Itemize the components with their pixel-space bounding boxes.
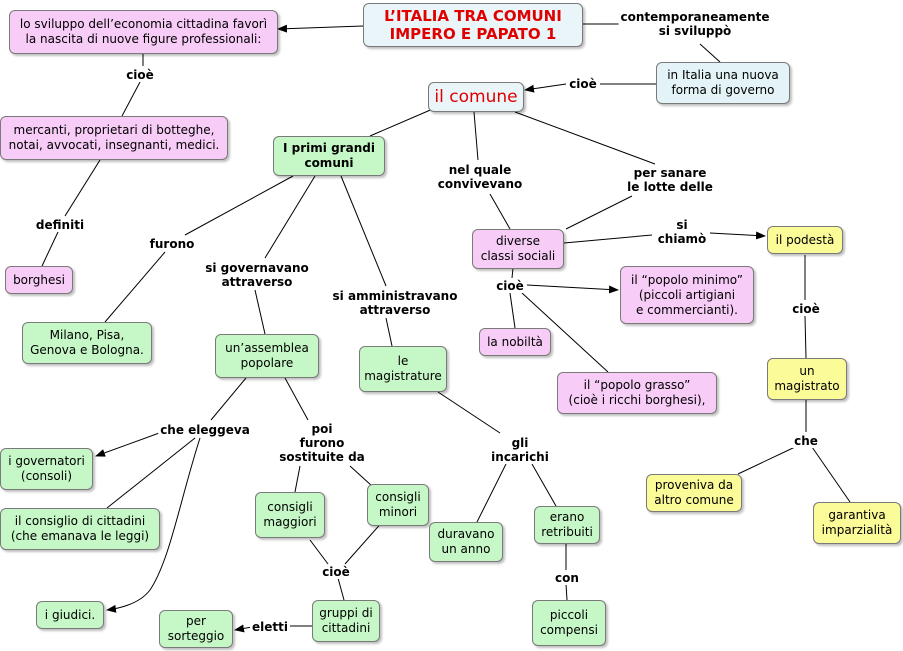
node-il-comune: il comune bbox=[428, 82, 524, 112]
label-si-chiamo: si chiamò bbox=[655, 218, 709, 246]
link-amministravano-to-magistrature bbox=[385, 317, 393, 347]
link-primi-to-governavano bbox=[264, 175, 316, 259]
link-comune-to-per-sanare bbox=[514, 111, 656, 165]
node-duravano: duravano un anno bbox=[429, 522, 503, 562]
label-cioe-consigli: cioè bbox=[320, 565, 352, 579]
link-comune-to-primi bbox=[369, 107, 436, 137]
node-consiglio-cittadini: il consiglio di cittadini (che emanava l… bbox=[0, 508, 160, 550]
label-contemporaneamente: contemporaneamente si sviluppò bbox=[618, 10, 772, 38]
link-classi-to-si-chiamo bbox=[563, 234, 653, 244]
node-borghesi: borghesi bbox=[5, 266, 73, 294]
node-altro-comune: proveniva da altro comune bbox=[646, 474, 742, 512]
link-nel-quale-to-classi bbox=[489, 193, 511, 230]
label-governavano: si governavano attraverso bbox=[203, 261, 311, 289]
node-popolo-minimo: il “popolo minimo” (piccoli artigiani e … bbox=[620, 266, 754, 324]
link-che-to-imparzialita bbox=[811, 446, 851, 503]
label-cioe-podesta: cioè bbox=[790, 302, 822, 316]
link-che-eleggeva-to-giudici bbox=[106, 437, 201, 613]
node-milano: Milano, Pisa, Genova e Bologna. bbox=[22, 322, 152, 364]
node-gruppi-cittadini: gruppi di cittadini bbox=[312, 600, 380, 642]
node-classi-sociali: diverse classi sociali bbox=[472, 229, 564, 269]
link-primi-to-amministravano bbox=[340, 175, 387, 287]
link-maggiori-to-cioe bbox=[309, 539, 329, 565]
label-nel-quale: nel quale convivevano bbox=[435, 163, 525, 191]
node-mercanti: mercanti, proprietari di botteghe, notai… bbox=[0, 116, 228, 160]
link-gli-incarichi-to-duravano bbox=[476, 463, 507, 523]
link-cioe-to-mercanti bbox=[121, 81, 141, 117]
link-furono-to-milano bbox=[104, 251, 166, 323]
label-per-sanare: per sanare le lotte delle bbox=[625, 166, 715, 194]
label-che-eleggeva: che eleggeva bbox=[158, 423, 252, 437]
link-comune-to-nel-quale bbox=[473, 111, 479, 161]
link-magistrature-to-gli-incarichi bbox=[437, 391, 501, 434]
node-podesta: il podestà bbox=[767, 226, 843, 254]
label-amministravano: si amministravano attraverso bbox=[330, 289, 460, 317]
link-primi-to-furono bbox=[184, 175, 294, 236]
link-classi-to-cioe bbox=[511, 267, 514, 279]
node-consigli-minori: consigli minori bbox=[367, 484, 429, 526]
link-si-chiamo-to-podesta bbox=[709, 231, 766, 240]
link-cioe-to-gruppi bbox=[337, 577, 345, 601]
label-che: che bbox=[792, 434, 820, 448]
node-per-sorteggio: per sorteggio bbox=[159, 610, 233, 648]
node-nobilta: la nobiltà bbox=[479, 328, 551, 356]
link-poi-furono-to-maggiori bbox=[294, 465, 301, 493]
label-cioe-classi: cioè bbox=[494, 279, 526, 293]
link-title-to-figure bbox=[277, 24, 364, 33]
map-title: L’ITALIA TRA COMUNI IMPERO E PAPATO 1 bbox=[363, 3, 583, 47]
link-con-to-compensi bbox=[565, 583, 568, 601]
node-primi-comuni: I primi grandi comuni bbox=[273, 136, 385, 176]
link-mercanti-to-definiti bbox=[64, 159, 101, 217]
link-eletti-to-sorteggio bbox=[234, 624, 253, 633]
label-furono: furono bbox=[147, 237, 197, 251]
label-cioe-mercanti: cioè bbox=[124, 68, 156, 82]
node-assemblea: un’assemblea popolare bbox=[215, 334, 319, 378]
link-governavano-to-assemblea bbox=[254, 289, 266, 335]
label-poi-furono: poi furono sostituite da bbox=[277, 422, 367, 464]
link-assemblea-to-che-eleggeva bbox=[210, 377, 247, 421]
label-definiti: definiti bbox=[33, 218, 87, 232]
link-definiti-to-borghesi bbox=[41, 231, 59, 267]
link-gli-incarichi-to-retribuiti bbox=[531, 463, 557, 507]
label-con: con bbox=[553, 571, 581, 585]
link-label-to-in-italia bbox=[699, 43, 721, 63]
link-cioe-to-popolo-minimo bbox=[526, 284, 619, 294]
link-cioe-to-comune bbox=[524, 83, 567, 93]
node-compensi: piccoli compensi bbox=[532, 600, 606, 646]
node-nuove-figure: lo sviluppo dell’economia cittadina favo… bbox=[9, 10, 278, 54]
link-poi-furono-to-minori bbox=[349, 465, 373, 487]
node-popolo-grasso: il “popolo grasso” (cioè i ricchi borghe… bbox=[557, 372, 717, 414]
node-retribuiti: erano retribuiti bbox=[534, 506, 600, 544]
link-che-eleggeva-to-consiglio bbox=[106, 437, 196, 509]
node-governatori: i governatori (consoli) bbox=[0, 448, 93, 490]
link-cioe-to-nobilta bbox=[509, 292, 516, 329]
link-assemblea-to-poi-furono bbox=[284, 377, 309, 421]
node-consigli-maggiori: consigli maggiori bbox=[255, 492, 325, 538]
label-gli-incarichi: gli incarichi bbox=[489, 436, 551, 464]
link-che-to-altro-comune bbox=[737, 446, 796, 475]
node-in-italia: in Italia una nuova forma di governo bbox=[656, 62, 790, 104]
link-minori-to-cioe bbox=[344, 519, 385, 565]
link-cioe-to-popolo-grasso bbox=[521, 292, 609, 373]
link-cioe-to-magistrato bbox=[804, 315, 807, 359]
node-giudici: i giudici. bbox=[36, 601, 104, 629]
node-magistrature: le magistrature bbox=[359, 346, 447, 392]
link-che-eleggeva-to-governatori bbox=[95, 431, 163, 457]
node-imparzialita: garantiva imparzialità bbox=[813, 502, 901, 544]
link-per-sanare-to-classi bbox=[565, 195, 633, 230]
node-magistrato: un magistrato bbox=[767, 358, 847, 400]
label-cioe-comune: cioè bbox=[567, 77, 599, 91]
label-eletti: eletti bbox=[250, 620, 290, 634]
